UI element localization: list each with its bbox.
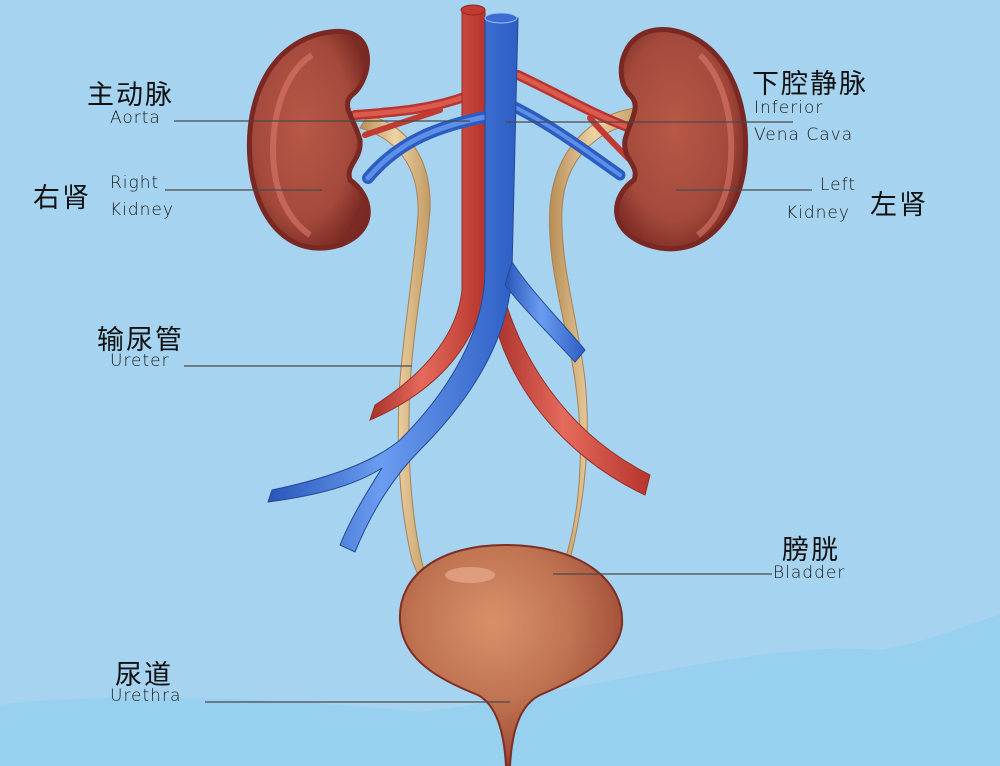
ivc-label-en-2: Vena Cava	[754, 125, 854, 145]
left-kidney-label-en-1: Left	[820, 175, 856, 195]
left-kidney-label-en-2: Kidney	[786, 203, 850, 223]
urethra-label-zh: 尿道	[115, 660, 173, 691]
ivc-label-en-1: Inferior	[754, 98, 824, 118]
ureter-label-zh: 输尿管	[97, 325, 184, 356]
background-wash	[0, 615, 1000, 766]
right-kidney	[246, 28, 371, 251]
bladder	[398, 543, 624, 766]
aorta-label-en: Aorta	[110, 108, 161, 128]
inferior-vena-cava	[267, 12, 586, 553]
aorta	[369, 4, 651, 496]
leader-lines	[165, 120, 812, 703]
right-kidney-label-zh: 右肾	[33, 183, 91, 214]
urethra-label-en: Urethra	[110, 686, 182, 706]
bladder-label-en: Bladder	[773, 563, 846, 583]
ureter-label-en: Ureter	[110, 351, 170, 371]
left-kidney-label-zh: 左肾	[870, 190, 928, 221]
ivc-label-zh: 下腔静脉	[752, 69, 868, 100]
aorta-label-zh: 主动脉	[87, 80, 174, 111]
right-kidney-label-en-1: Right	[110, 173, 160, 193]
bladder-label-zh: 膀胱	[782, 535, 840, 566]
right-kidney-label-en-2: Kidney	[110, 200, 174, 220]
left-kidney	[614, 27, 749, 252]
